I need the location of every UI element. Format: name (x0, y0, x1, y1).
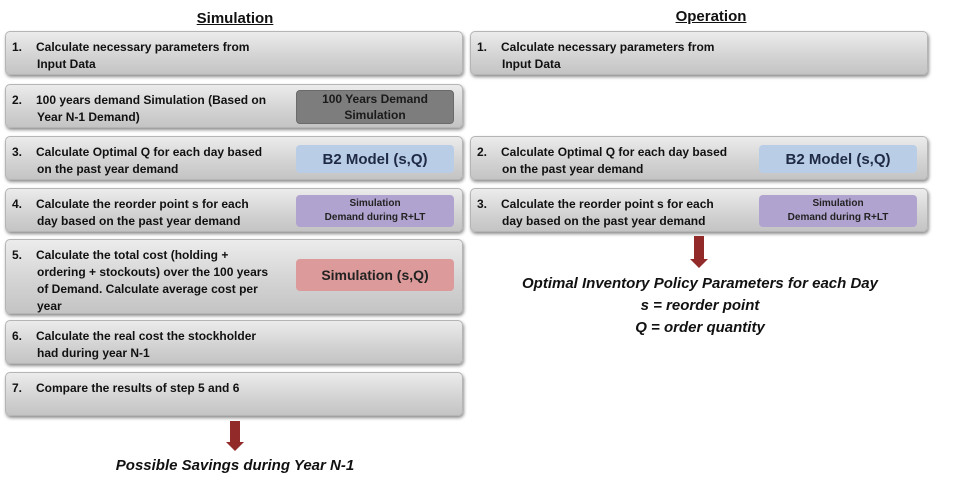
sim-step-5: 5. Calculate the total cost (holding + or… (5, 239, 463, 314)
badge-line: Simulation (s,Q) (321, 267, 429, 283)
sim-step-6: 6. Calculate the real cost the stockholde… (5, 320, 463, 364)
sim-step-3: 3. Calculate Optimal Q for each day based… (5, 136, 463, 180)
sim-step-1-text: 1. Calculate necessary parameters from In… (12, 39, 249, 73)
step-line: Calculate Optimal Q for each day based (36, 145, 263, 159)
badge-line: B2 Model (s,Q) (785, 150, 891, 168)
step-line: Calculate the reorder point s for each (501, 197, 714, 211)
step-line: on the past year demand (502, 162, 644, 176)
op-step-1: 1. Calculate necessary parameters from In… (470, 31, 928, 75)
result-line: Optimal Inventory Policy Parameters for … (522, 275, 878, 292)
result-line: s = reorder point (640, 297, 760, 314)
step-number: 6. (12, 329, 23, 343)
sim-step-2: 2.100 years demand Simulation (Based on … (5, 84, 463, 128)
step-line: Calculate necessary parameters from (36, 40, 250, 54)
sim-step-1: 1. Calculate necessary parameters from In… (5, 31, 463, 75)
sim-step-4: 4. Calculate the reorder point s for each… (5, 188, 463, 232)
step-line: ordering + stockouts) over the 100 years (37, 265, 269, 279)
badge-line: 100 Years Demand (322, 92, 428, 106)
step-line: Input Data (37, 57, 96, 71)
sim-step-6-text: 6. Calculate the real cost the stockholde… (12, 328, 256, 362)
step-line: Calculate Optimal Q for each day based (501, 145, 728, 159)
badge-line: B2 Model (s,Q) (322, 150, 428, 168)
step-line: had during year N-1 (37, 346, 150, 360)
step-number: 7. (12, 381, 23, 395)
step-line: Input Data (502, 57, 561, 71)
sim-step-5-text: 5. Calculate the total cost (holding + or… (12, 247, 287, 315)
op-step-2-text: 2. Calculate Optimal Q for each day based… (477, 144, 727, 178)
badge-b2-model: B2 Model (s,Q) (759, 145, 917, 173)
step-number: 2. (12, 93, 23, 107)
step-line: day based on the past year demand (37, 214, 241, 228)
step-number: 4. (12, 197, 23, 211)
simulation-result: Possible Savings during Year N-1 (115, 457, 355, 474)
operation-title: Operation (675, 8, 747, 25)
sim-step-7-text: 7. Compare the results of step 5 and 6 (12, 380, 239, 397)
step-line: day based on the past year demand (502, 214, 706, 228)
operation-result: Optimal Inventory Policy Parameters for … (480, 273, 920, 339)
badge-line: Simulation (812, 198, 864, 209)
step-number: 3. (477, 197, 488, 211)
badge-line: Simulation (349, 198, 401, 209)
sim-step-3-text: 3. Calculate Optimal Q for each day based… (12, 144, 262, 178)
step-line: Calculate necessary parameters from (501, 40, 715, 54)
result-line: Q = order quantity (635, 319, 765, 336)
step-number: 1. (12, 40, 23, 54)
step-line: Calculate the reorder point s for each (36, 197, 249, 211)
op-step-1-text: 1. Calculate necessary parameters from In… (477, 39, 714, 73)
step-number: 1. (477, 40, 488, 54)
step-number: 2. (477, 145, 488, 159)
step-number: 5. (12, 248, 23, 262)
badge-line: Demand during R+LT (324, 212, 426, 223)
step-line: Year N-1 Demand) (37, 110, 140, 124)
sim-step-2-text: 2.100 years demand Simulation (Based on … (12, 92, 266, 126)
badge-simulation-sq: Simulation (s,Q) (296, 259, 454, 291)
step-line: Calculate the total cost (holding + (36, 248, 229, 262)
step-line: Calculate the real cost the stockholder (36, 329, 257, 343)
step-line: year (37, 299, 62, 313)
step-line: on the past year demand (37, 162, 179, 176)
step-line: 100 years demand Simulation (Based on (36, 93, 267, 107)
step-line: of Demand. Calculate average cost per (37, 282, 258, 296)
badge-line: Simulation (344, 108, 406, 122)
sim-step-4-text: 4. Calculate the reorder point s for each… (12, 196, 249, 230)
badge-b2-model: B2 Model (s,Q) (296, 145, 454, 173)
step-line: Compare the results of step 5 and 6 (36, 381, 240, 395)
op-step-3: 3. Calculate the reorder point s for each… (470, 188, 928, 232)
simulation-title: Simulation (196, 10, 274, 27)
op-step-3-text: 3. Calculate the reorder point s for each… (477, 196, 714, 230)
op-step-2: 2. Calculate Optimal Q for each day based… (470, 136, 928, 180)
step-number: 3. (12, 145, 23, 159)
badge-line: Demand during R+LT (787, 212, 889, 223)
sim-step-7: 7. Compare the results of step 5 and 6 (5, 372, 463, 416)
